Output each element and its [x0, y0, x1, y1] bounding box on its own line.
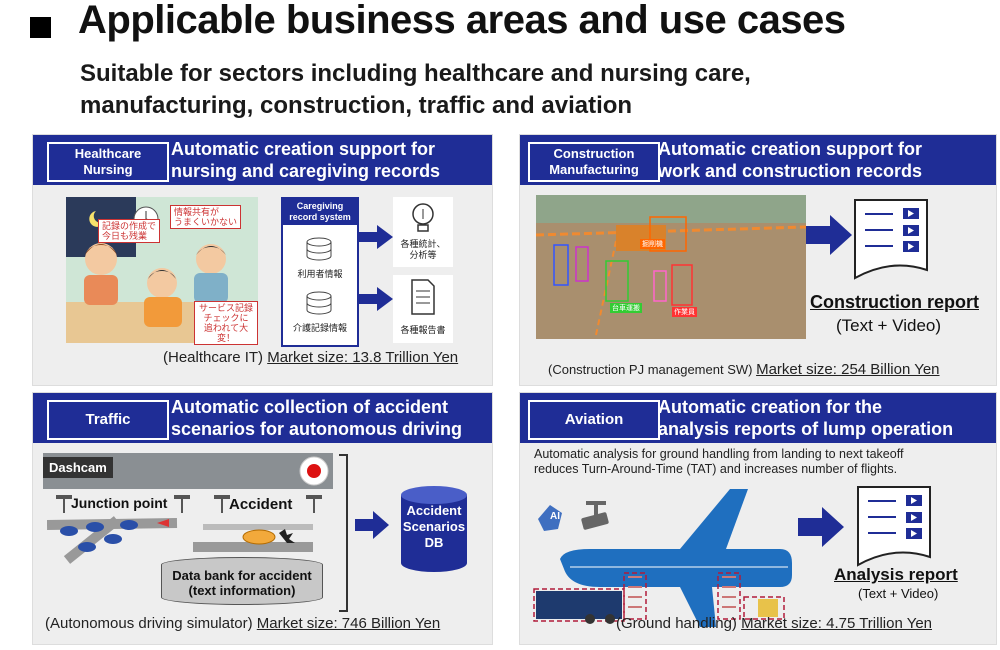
sector-tag: Healthcare Nursing — [47, 142, 169, 182]
report-document-icon — [854, 199, 928, 280]
sector-tag: Traffic — [47, 400, 169, 440]
junction-label: Junction point — [71, 495, 168, 511]
dashcam-label: Dashcam — [43, 457, 113, 478]
sector-tag: Construction Manufacturing — [528, 142, 660, 182]
panel-header: Traffic Automatic collection of accident… — [33, 393, 492, 443]
arrow-right-icon — [355, 511, 389, 539]
market-size-text: (Construction PJ management SW) Market s… — [548, 361, 940, 378]
report-subtitle: (Text + Video) — [858, 586, 939, 601]
camera-pole-icon — [174, 495, 190, 513]
ai-label: AI — [550, 511, 560, 522]
dashcam-road-strip: Dashcam — [43, 453, 333, 489]
report-document-icon — [857, 486, 931, 567]
panel-aviation: Aviation Automatic creation for the anal… — [519, 392, 997, 645]
market-size-value: Market size: 746 Billion Yen — [256, 615, 441, 632]
airplane-ground-handling-illustration — [533, 489, 792, 627]
page-title: Applicable business areas and use cases — [78, 0, 846, 42]
japan-flag-icon — [299, 456, 329, 486]
panel-header: Construction Manufacturing Automatic cre… — [520, 135, 996, 185]
construction-site-image — [535, 195, 807, 339]
panel-healthcare: Healthcare Nursing Automatic creation su… — [32, 134, 493, 386]
report-subtitle: (Text + Video) — [836, 316, 942, 335]
database-icon — [306, 291, 332, 315]
scenarios-db-label: Accident Scenarios DB — [402, 503, 466, 550]
analytics-label: 各種統計、 分析等 — [400, 239, 446, 260]
database-cylinder-icon — [401, 486, 467, 572]
camera-pole-icon — [56, 495, 72, 513]
panel-title: Automatic creation for the analysis repo… — [658, 397, 954, 439]
construction-site-photo: 掘削機 台車運搬 作業員 — [535, 195, 807, 339]
system-title: Caregiving record system — [283, 199, 357, 225]
data-bank-cylinder: Data bank for accident (text information… — [161, 557, 323, 605]
page-subtitle-line2: manufacturing, construction, traffic and… — [80, 92, 633, 119]
data-bank-label: Data bank for accident (text information… — [172, 568, 312, 598]
caregiving-system-box: Caregiving record system 利用者情報 介護記録情報 — [281, 197, 359, 347]
ai-camera-icon — [538, 501, 609, 531]
speech-bubble-overtime: 記録の作成で 今日も残業 — [98, 219, 161, 243]
detection-label: 作業員 — [672, 307, 697, 317]
panel-title: Automatic creation support for nursing a… — [171, 139, 441, 181]
panel-traffic: Traffic Automatic collection of accident… — [32, 392, 493, 645]
report-title: Analysis report — [834, 565, 958, 584]
arrow-right-icon — [806, 215, 852, 255]
camera-pole-icon — [306, 495, 322, 513]
panel-title: Automatic creation support for work and … — [658, 139, 923, 181]
sector-tag: Aviation — [528, 400, 660, 440]
arrow-right-icon — [798, 507, 844, 547]
junction-cars-illustration — [47, 516, 178, 564]
market-size-value: Market size: 254 Billion Yen — [756, 361, 940, 378]
market-size-value: Market size: 4.75 Trillion Yen — [741, 615, 933, 632]
lightbulb-icon — [412, 203, 434, 232]
camera-pole-icon — [214, 495, 230, 513]
db-user-info-label: 利用者情報 — [297, 269, 343, 279]
arrow-right-icon — [359, 225, 393, 249]
market-size-text: (Healthcare IT) Market size: 13.8 Trilli… — [163, 349, 459, 366]
speech-bubble-sharing: 情報共有が うまくいかない — [170, 205, 242, 229]
database-icon — [306, 237, 332, 261]
panel-construction: Construction Manufacturing Automatic cre… — [519, 134, 997, 386]
speech-bubble-records: サービス記録 チェックに 追われて大変！ — [194, 301, 258, 345]
arrow-right-icon — [359, 287, 393, 311]
nursing-illustration: 記録の作成で 今日も残業 情報共有が うまくいかない サービス記録 チェックに … — [66, 197, 258, 345]
title-bullet — [30, 17, 51, 38]
analytics-output-card: 各種統計、 分析等 — [393, 197, 453, 267]
panel-header: Aviation Automatic creation for the anal… — [520, 393, 996, 443]
accident-scene-illustration — [193, 524, 313, 552]
market-size-value: Market size: 13.8 Trillion Yen — [267, 349, 459, 366]
document-icon — [411, 279, 435, 315]
report-title: Construction report — [810, 292, 979, 312]
market-size-text: (Ground handling) Market size: 4.75 Tril… — [616, 615, 933, 632]
panel-header: Healthcare Nursing Automatic creation su… — [33, 135, 492, 185]
market-size-text: (Autonomous driving simulator) Market si… — [45, 615, 441, 632]
reports-output-card: 各種報告書 — [393, 275, 453, 343]
reports-label: 各種報告書 — [400, 325, 446, 335]
panel-title: Automatic collection of accident scenari… — [171, 397, 463, 439]
detection-label: 台車運搬 — [610, 303, 642, 313]
detection-label: 掘削機 — [640, 239, 665, 249]
bracket-icon — [339, 454, 348, 612]
db-care-records-label: 介護記録情報 — [292, 323, 347, 333]
page-subtitle-line1: Suitable for sectors including healthcar… — [80, 60, 751, 87]
aviation-description: Automatic analysis for ground handling f… — [534, 447, 904, 476]
accident-label: Accident — [229, 496, 293, 513]
